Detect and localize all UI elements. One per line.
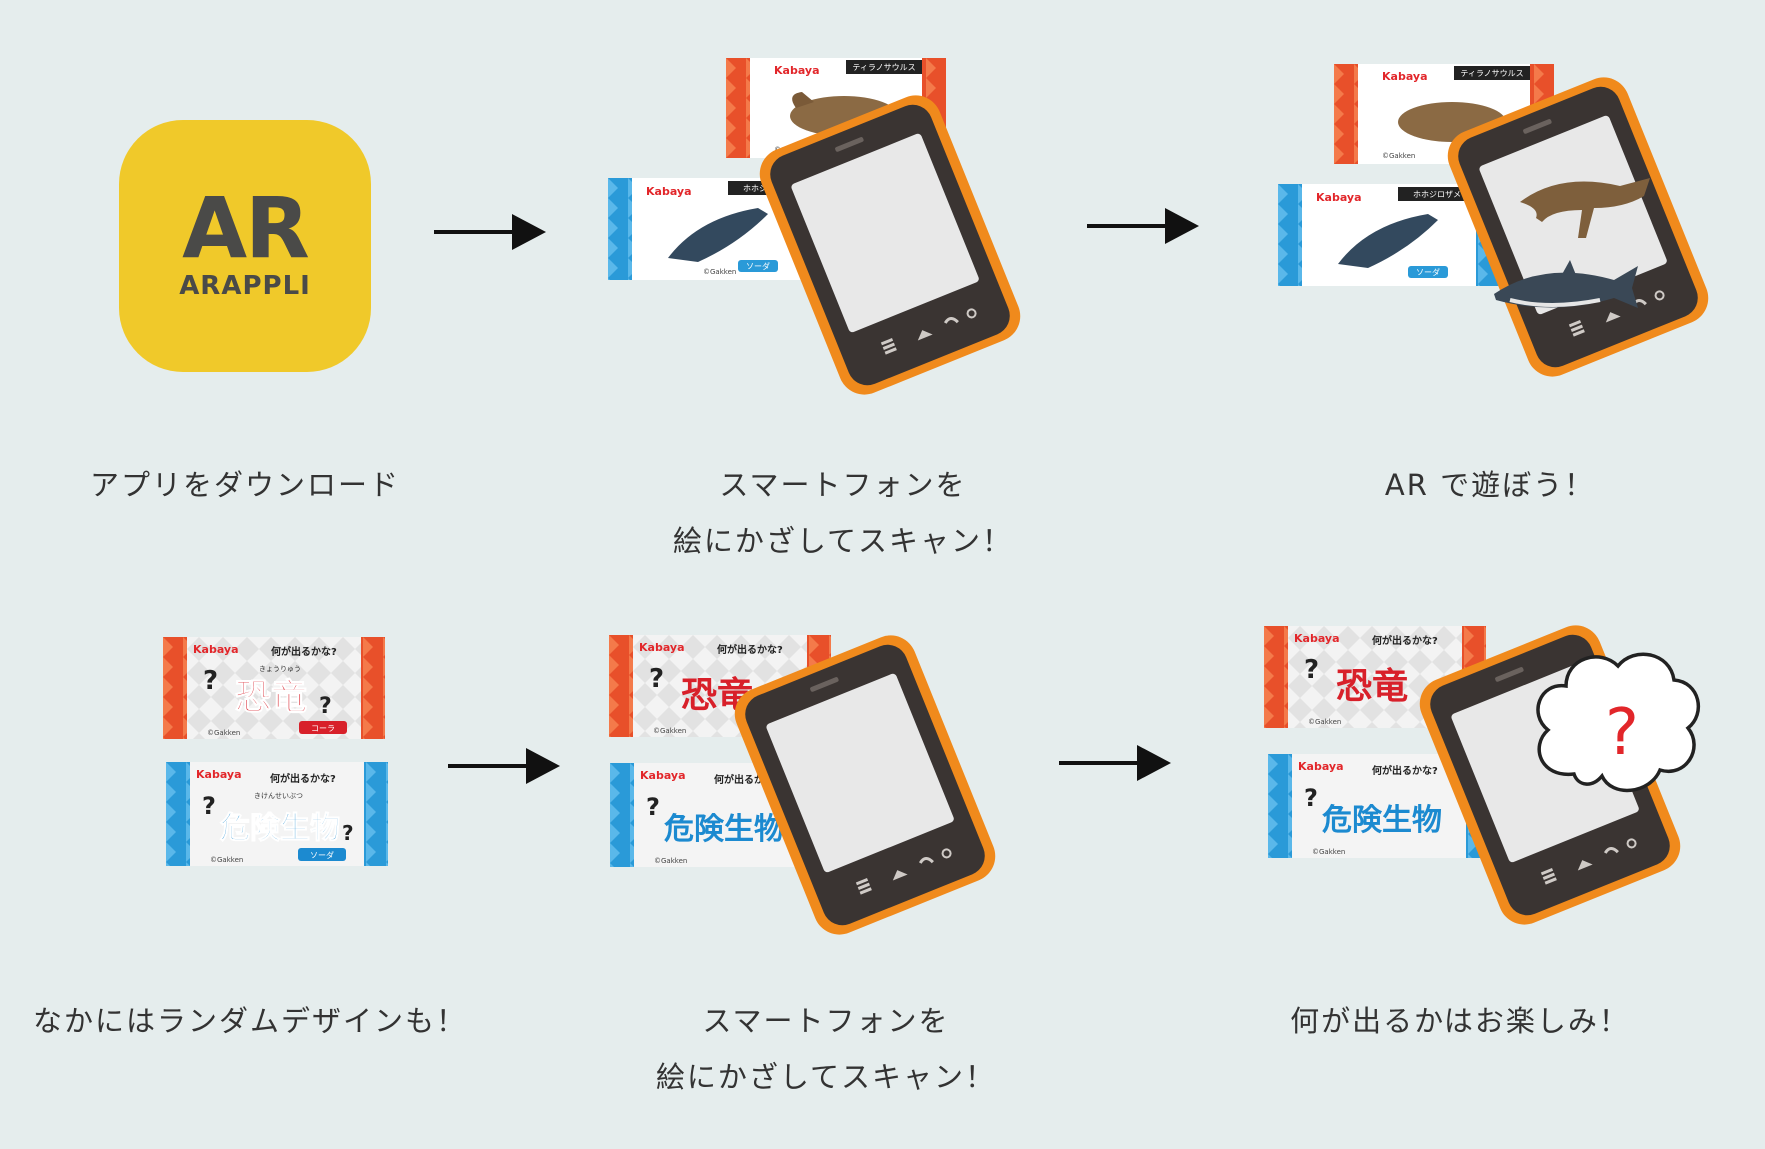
svg-text:Kabaya: Kabaya — [193, 643, 239, 656]
svg-text:ティラノサウルス: ティラノサウルス — [852, 63, 915, 72]
svg-text:?: ? — [319, 694, 332, 719]
svg-text:ホホジロザメ: ホホジロザメ — [1413, 190, 1461, 199]
svg-text:Kabaya: Kabaya — [640, 769, 686, 782]
svg-text:Kabaya: Kabaya — [774, 64, 820, 77]
svg-text:何が出るかな?: 何が出るかな? — [1372, 634, 1438, 647]
svg-text:危険生物: 危険生物 — [664, 812, 784, 847]
svg-text:?: ? — [202, 792, 216, 820]
svg-text:©Gakken: ©Gakken — [210, 856, 243, 864]
svg-text:きけんせいぶつ: きけんせいぶつ — [254, 792, 303, 800]
svg-text:Kabaya: Kabaya — [639, 641, 685, 654]
danger-random-pack: Kabaya 何が出るかな? きけんせいぶつ ? 危険生物 ? ソーダ ©Gak… — [166, 762, 388, 866]
svg-text:?: ? — [649, 664, 664, 694]
shark-ar-icon — [1494, 260, 1638, 308]
svg-text:ソーダ: ソーダ — [1416, 267, 1440, 277]
svg-text:©Gakken: ©Gakken — [207, 729, 240, 737]
svg-text:Kabaya: Kabaya — [1294, 632, 1340, 645]
svg-text:Kabaya: Kabaya — [1382, 70, 1428, 83]
svg-text:©Gakken: ©Gakken — [654, 857, 687, 865]
step5-caption: スマートフォンを 絵にかざしてスキャン！ — [626, 993, 1026, 1105]
svg-text:?: ? — [1304, 655, 1319, 685]
svg-text:©Gakken: ©Gakken — [1308, 718, 1341, 726]
trex-ar-icon — [1520, 178, 1650, 238]
svg-text:ソーダ: ソーダ — [310, 850, 334, 860]
arrow-right-icon — [1087, 208, 1199, 244]
svg-text:?: ? — [203, 666, 218, 696]
arrow-right-icon — [448, 748, 560, 784]
ar-app-icon[interactable]: AR ARAPPLI — [119, 120, 371, 372]
svg-text:©Gakken: ©Gakken — [653, 727, 686, 735]
app-logo-subtext: ARAPPLI — [179, 270, 311, 301]
svg-text:危険生物: 危険生物 — [1322, 803, 1442, 838]
svg-text:ソーダ: ソーダ — [746, 261, 770, 271]
step2-caption-line1: スマートフォンを — [719, 468, 967, 502]
step5-caption-line1: スマートフォンを — [702, 1004, 950, 1038]
svg-text:©Gakken: ©Gakken — [703, 268, 736, 276]
svg-text:何が出るかな?: 何が出るかな? — [270, 772, 336, 785]
step2-caption: スマートフォンを 絵にかざしてスキャン！ — [643, 457, 1043, 569]
step4-caption: なかにはランダムデザインも！ — [32, 1004, 467, 1038]
svg-text:きょうりゅう: きょうりゅう — [259, 665, 301, 673]
svg-text:ティラノサウルス: ティラノサウルス — [1460, 69, 1523, 78]
svg-text:?: ? — [342, 821, 354, 845]
svg-text:何が出るかな?: 何が出るかな? — [717, 643, 783, 656]
arrow-right-icon — [434, 214, 546, 250]
svg-text:危険生物: 危険生物 — [220, 811, 340, 846]
svg-text:恐竜: 恐竜 — [235, 677, 307, 718]
svg-text:?: ? — [646, 793, 660, 821]
svg-text:Kabaya: Kabaya — [1316, 191, 1362, 204]
svg-text:コーラ: コーラ — [311, 724, 335, 733]
svg-text:©Gakken: ©Gakken — [1312, 848, 1345, 856]
step6-caption: 何が出るかはお楽しみ！ — [1290, 1004, 1630, 1038]
svg-text:Kabaya: Kabaya — [1298, 760, 1344, 773]
step1-caption: アプリをダウンロード — [89, 468, 400, 502]
svg-text:?: ? — [1304, 784, 1318, 812]
app-logo-text: AR — [182, 179, 310, 278]
arrow-right-icon — [1059, 745, 1171, 781]
svg-text:何が出るかな?: 何が出るかな? — [1372, 764, 1438, 777]
step5-caption-line2: 絵にかざしてスキャン！ — [655, 1060, 997, 1094]
svg-text:©Gakken: ©Gakken — [1382, 152, 1415, 160]
dino-random-pack: Kabaya 何が出るかな? きょうりゅう ? 恐竜 ? コーラ ©Gakken — [163, 637, 385, 739]
svg-text:何が出るかな?: 何が出るかな? — [271, 645, 337, 658]
step3-caption: AR で遊ぼう！ — [1384, 468, 1596, 502]
svg-text:Kabaya: Kabaya — [646, 185, 692, 198]
step2-caption-line2: 絵にかざしてスキャン！ — [672, 524, 1014, 558]
svg-text:恐竜: 恐竜 — [1336, 666, 1408, 707]
svg-text:Kabaya: Kabaya — [196, 768, 242, 781]
question-mark-icon: ? — [1605, 696, 1639, 770]
surprise-cloud-bubble: ? — [1526, 642, 1706, 806]
